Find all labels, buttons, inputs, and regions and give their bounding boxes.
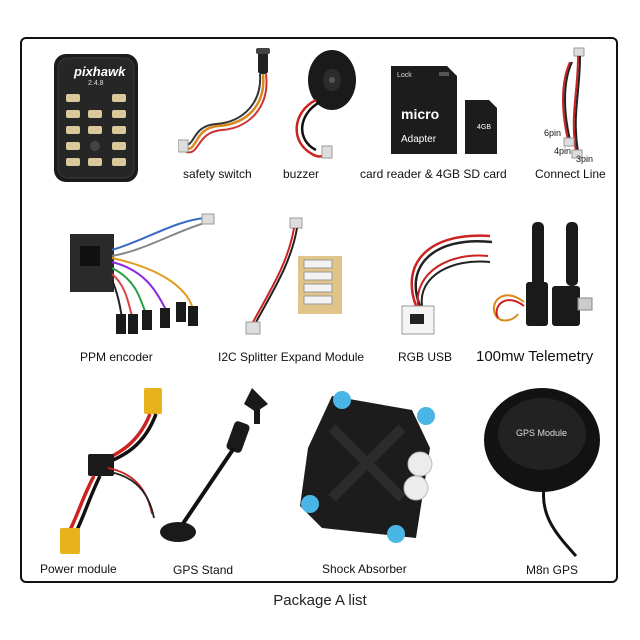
shock-absorber-icon bbox=[292, 388, 442, 548]
gps-module-text: GPS Module bbox=[516, 428, 568, 438]
gps-module-icon: GPS Module bbox=[480, 388, 606, 558]
connect-line-label: Connect Line bbox=[535, 167, 606, 181]
i2c-splitter-icon bbox=[238, 214, 348, 340]
i2c-splitter-label: I2C Splitter Expand Module bbox=[218, 350, 365, 364]
safety-switch-icon bbox=[178, 44, 278, 164]
sd-micro-text: micro bbox=[401, 106, 440, 122]
power-module-icon bbox=[48, 384, 168, 556]
ppm-encoder-icon bbox=[66, 210, 216, 340]
package-frame bbox=[20, 37, 618, 583]
rgb-usb-icon bbox=[390, 222, 498, 340]
buzzer-label: buzzer bbox=[283, 167, 320, 181]
sd-lock-text: Lock bbox=[397, 72, 412, 79]
m8n-gps-label: M8n GPS bbox=[526, 563, 579, 577]
sd-card-label: card reader & 4GB SD card bbox=[360, 167, 507, 181]
safety-switch-label: safety switch bbox=[183, 167, 252, 181]
gps-stand-label: GPS Stand bbox=[173, 563, 234, 577]
buzzer-icon bbox=[282, 42, 362, 162]
rgb-usb-label: RGB USB bbox=[398, 350, 453, 364]
pin6-text: 6pin bbox=[544, 128, 562, 138]
sd-card-icon: Lock micro Adapter 4GB bbox=[385, 62, 511, 158]
package-caption: Package A list bbox=[273, 592, 367, 609]
pixhawk-version: 2.4.8 bbox=[88, 80, 104, 87]
cable-icon: 6pin 4pin 3pin bbox=[540, 44, 600, 164]
sd-capacity-text: 4GB bbox=[477, 124, 492, 131]
telemetry-label: 100mw Telemetry bbox=[476, 348, 594, 365]
pixhawk-controller: pixhawk 2.4.8 bbox=[52, 52, 140, 184]
ppm-encoder-label: PPM encoder bbox=[80, 350, 153, 364]
shock-absorber-label: Shock Absorber bbox=[322, 562, 407, 576]
sd-adapter-text: Adapter bbox=[401, 134, 437, 145]
telemetry-icon bbox=[484, 216, 594, 340]
gps-stand-icon bbox=[150, 382, 300, 552]
pin3-text: 3pin bbox=[576, 154, 594, 164]
power-module-label: Power module bbox=[40, 562, 117, 576]
pin4-text: 4pin bbox=[554, 146, 572, 156]
pixhawk-logo: pixhawk bbox=[74, 64, 126, 79]
